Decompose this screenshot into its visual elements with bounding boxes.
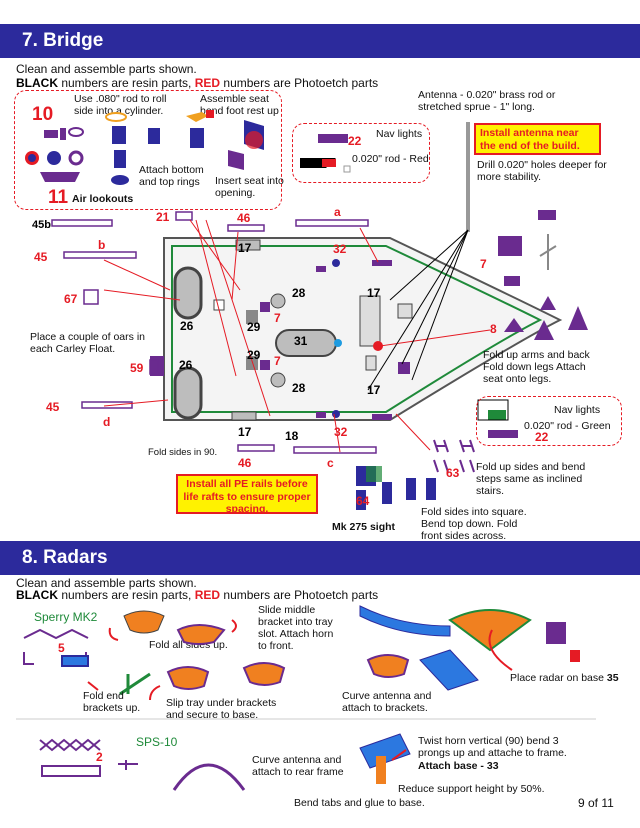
- air-lookouts-label: Air lookouts: [72, 193, 134, 205]
- part-a: a: [334, 205, 341, 219]
- seat-parts: [498, 210, 588, 340]
- nav-lights-label-bottom: Nav lights: [554, 404, 601, 416]
- part-17-right: 17: [367, 286, 381, 300]
- section-8-intro-2: BLACK numbers are resin parts, RED numbe…: [16, 588, 379, 602]
- slip-tray-note: Slip tray under brackets and secure to b…: [166, 697, 277, 721]
- part-29-top: 29: [247, 320, 261, 334]
- part-32-bottom: 32: [334, 425, 348, 439]
- part-67: 67: [64, 292, 78, 306]
- part-17-bottom: 17: [238, 425, 252, 439]
- part-46-bottom: 46: [238, 456, 252, 470]
- fold-end-note: Fold end brackets up.: [83, 690, 141, 714]
- section-8-intro-1: Clean and assemble parts shown.: [16, 576, 197, 590]
- nav-rod-red: 0.020" rod - Red: [352, 153, 429, 165]
- drill-note: Drill 0.020" holes deeper for more stabi…: [477, 159, 607, 183]
- part-10-label: 10: [32, 104, 54, 125]
- part-46-top: 46: [237, 211, 251, 225]
- part-17-bottom-right: 17: [367, 383, 381, 397]
- part-45-top: 45: [34, 250, 48, 264]
- slide-bracket-note: Slide middle bracket into tray slot. Att…: [258, 604, 334, 652]
- part-59: 59: [130, 361, 144, 375]
- note-insert-seat: Insert seat into opening.: [215, 175, 284, 199]
- part-45b: 45b: [32, 219, 51, 231]
- part-d: d: [103, 415, 111, 429]
- rails-callout: Install all PE rails before life rafts t…: [176, 474, 318, 515]
- part-7-mid-bottom: 7: [274, 354, 281, 368]
- lookout-parts: [25, 110, 264, 185]
- part-63: 63: [446, 466, 460, 480]
- section-7-title: 7. Bridge: [22, 30, 104, 51]
- sperry-label: Sperry MK2: [34, 610, 98, 624]
- attach-base-note: Attach base - 33: [418, 760, 499, 772]
- part-7-right: 7: [480, 257, 487, 271]
- reduce-note: Reduce support height by 50%.: [398, 783, 545, 795]
- part-29-bottom: 29: [247, 348, 261, 362]
- part-8: 8: [490, 322, 497, 336]
- part-2: 2: [96, 750, 103, 764]
- part-21: 21: [156, 210, 170, 224]
- part-17-top: 17: [238, 241, 252, 255]
- part-32-top: 32: [333, 242, 347, 256]
- page-number: 9 of 11: [578, 796, 614, 810]
- section-8-title: 8. Radars: [22, 547, 108, 568]
- arms-note: Fold up arms and back Fold down legs Att…: [483, 349, 590, 385]
- part-b: b: [98, 238, 106, 252]
- part-22-green: 22: [535, 430, 549, 444]
- section-7-intro-2: BLACK numbers are resin parts, RED numbe…: [16, 76, 379, 90]
- part-45-bottom: 45: [46, 400, 60, 414]
- place-radar-note: Place radar on base 35: [510, 672, 619, 684]
- nav-lights-red-box: [292, 123, 430, 183]
- nav-lights-label-top: Nav lights: [376, 128, 423, 140]
- nav-lights-green-box: [476, 396, 622, 446]
- fold-sides-90: Fold sides in 90.: [148, 447, 218, 458]
- part-26-bottom: 26: [179, 358, 193, 372]
- twist-horn-note: Twist horn vertical (90) bend 3 prongs u…: [418, 735, 567, 759]
- part-22-red: 22: [348, 134, 362, 148]
- pe-rails: [51, 211, 377, 454]
- oars-note: Place a couple of oars in each Carley Fl…: [30, 331, 145, 355]
- part-28-bottom: 28: [292, 381, 306, 395]
- section-7-intro-1: Clean and assemble parts shown.: [16, 62, 197, 76]
- part-7-mid-top: 7: [274, 311, 281, 325]
- note-roll-cylinder: Use .080" rod to roll side into a cylind…: [74, 93, 167, 117]
- mk275-label: Mk 275 sight: [332, 521, 396, 533]
- stairs-note: Fold up sides and bend steps same as inc…: [476, 461, 586, 497]
- bend-tabs-note: Bend tabs and glue to base.: [294, 797, 425, 809]
- antenna-callout: Install antenna near the end of the buil…: [474, 123, 601, 155]
- sps10-label: SPS-10: [136, 735, 178, 749]
- nav-rod-green: 0.020" rod - Green: [524, 420, 611, 432]
- sight-note: Fold sides into square. Bend top down. F…: [421, 506, 527, 542]
- antenna-note: Antenna - 0.020" brass rod or stretched …: [418, 89, 556, 113]
- part-31: 31: [294, 334, 308, 348]
- section-7-header: 7. Bridge: [0, 24, 640, 58]
- note-attach-rings: Attach bottom and top rings: [139, 164, 204, 188]
- air-lookout-box: [14, 90, 282, 210]
- note-assemble-seat: Assemble seat bend foot rest up: [200, 93, 279, 117]
- part-64: 64: [356, 494, 370, 508]
- part-11-label: 11: [48, 187, 69, 208]
- section-8-header: 8. Radars: [0, 541, 640, 575]
- curve-rear-note: Curve antenna and attach to rear frame: [252, 754, 344, 778]
- part-28-top: 28: [292, 286, 306, 300]
- part-26-top: 26: [180, 319, 194, 333]
- part-5: 5: [58, 641, 65, 655]
- curve-antenna-note: Curve antenna and attach to brackets.: [342, 690, 432, 714]
- part-18: 18: [285, 429, 299, 443]
- part-c: c: [327, 456, 334, 470]
